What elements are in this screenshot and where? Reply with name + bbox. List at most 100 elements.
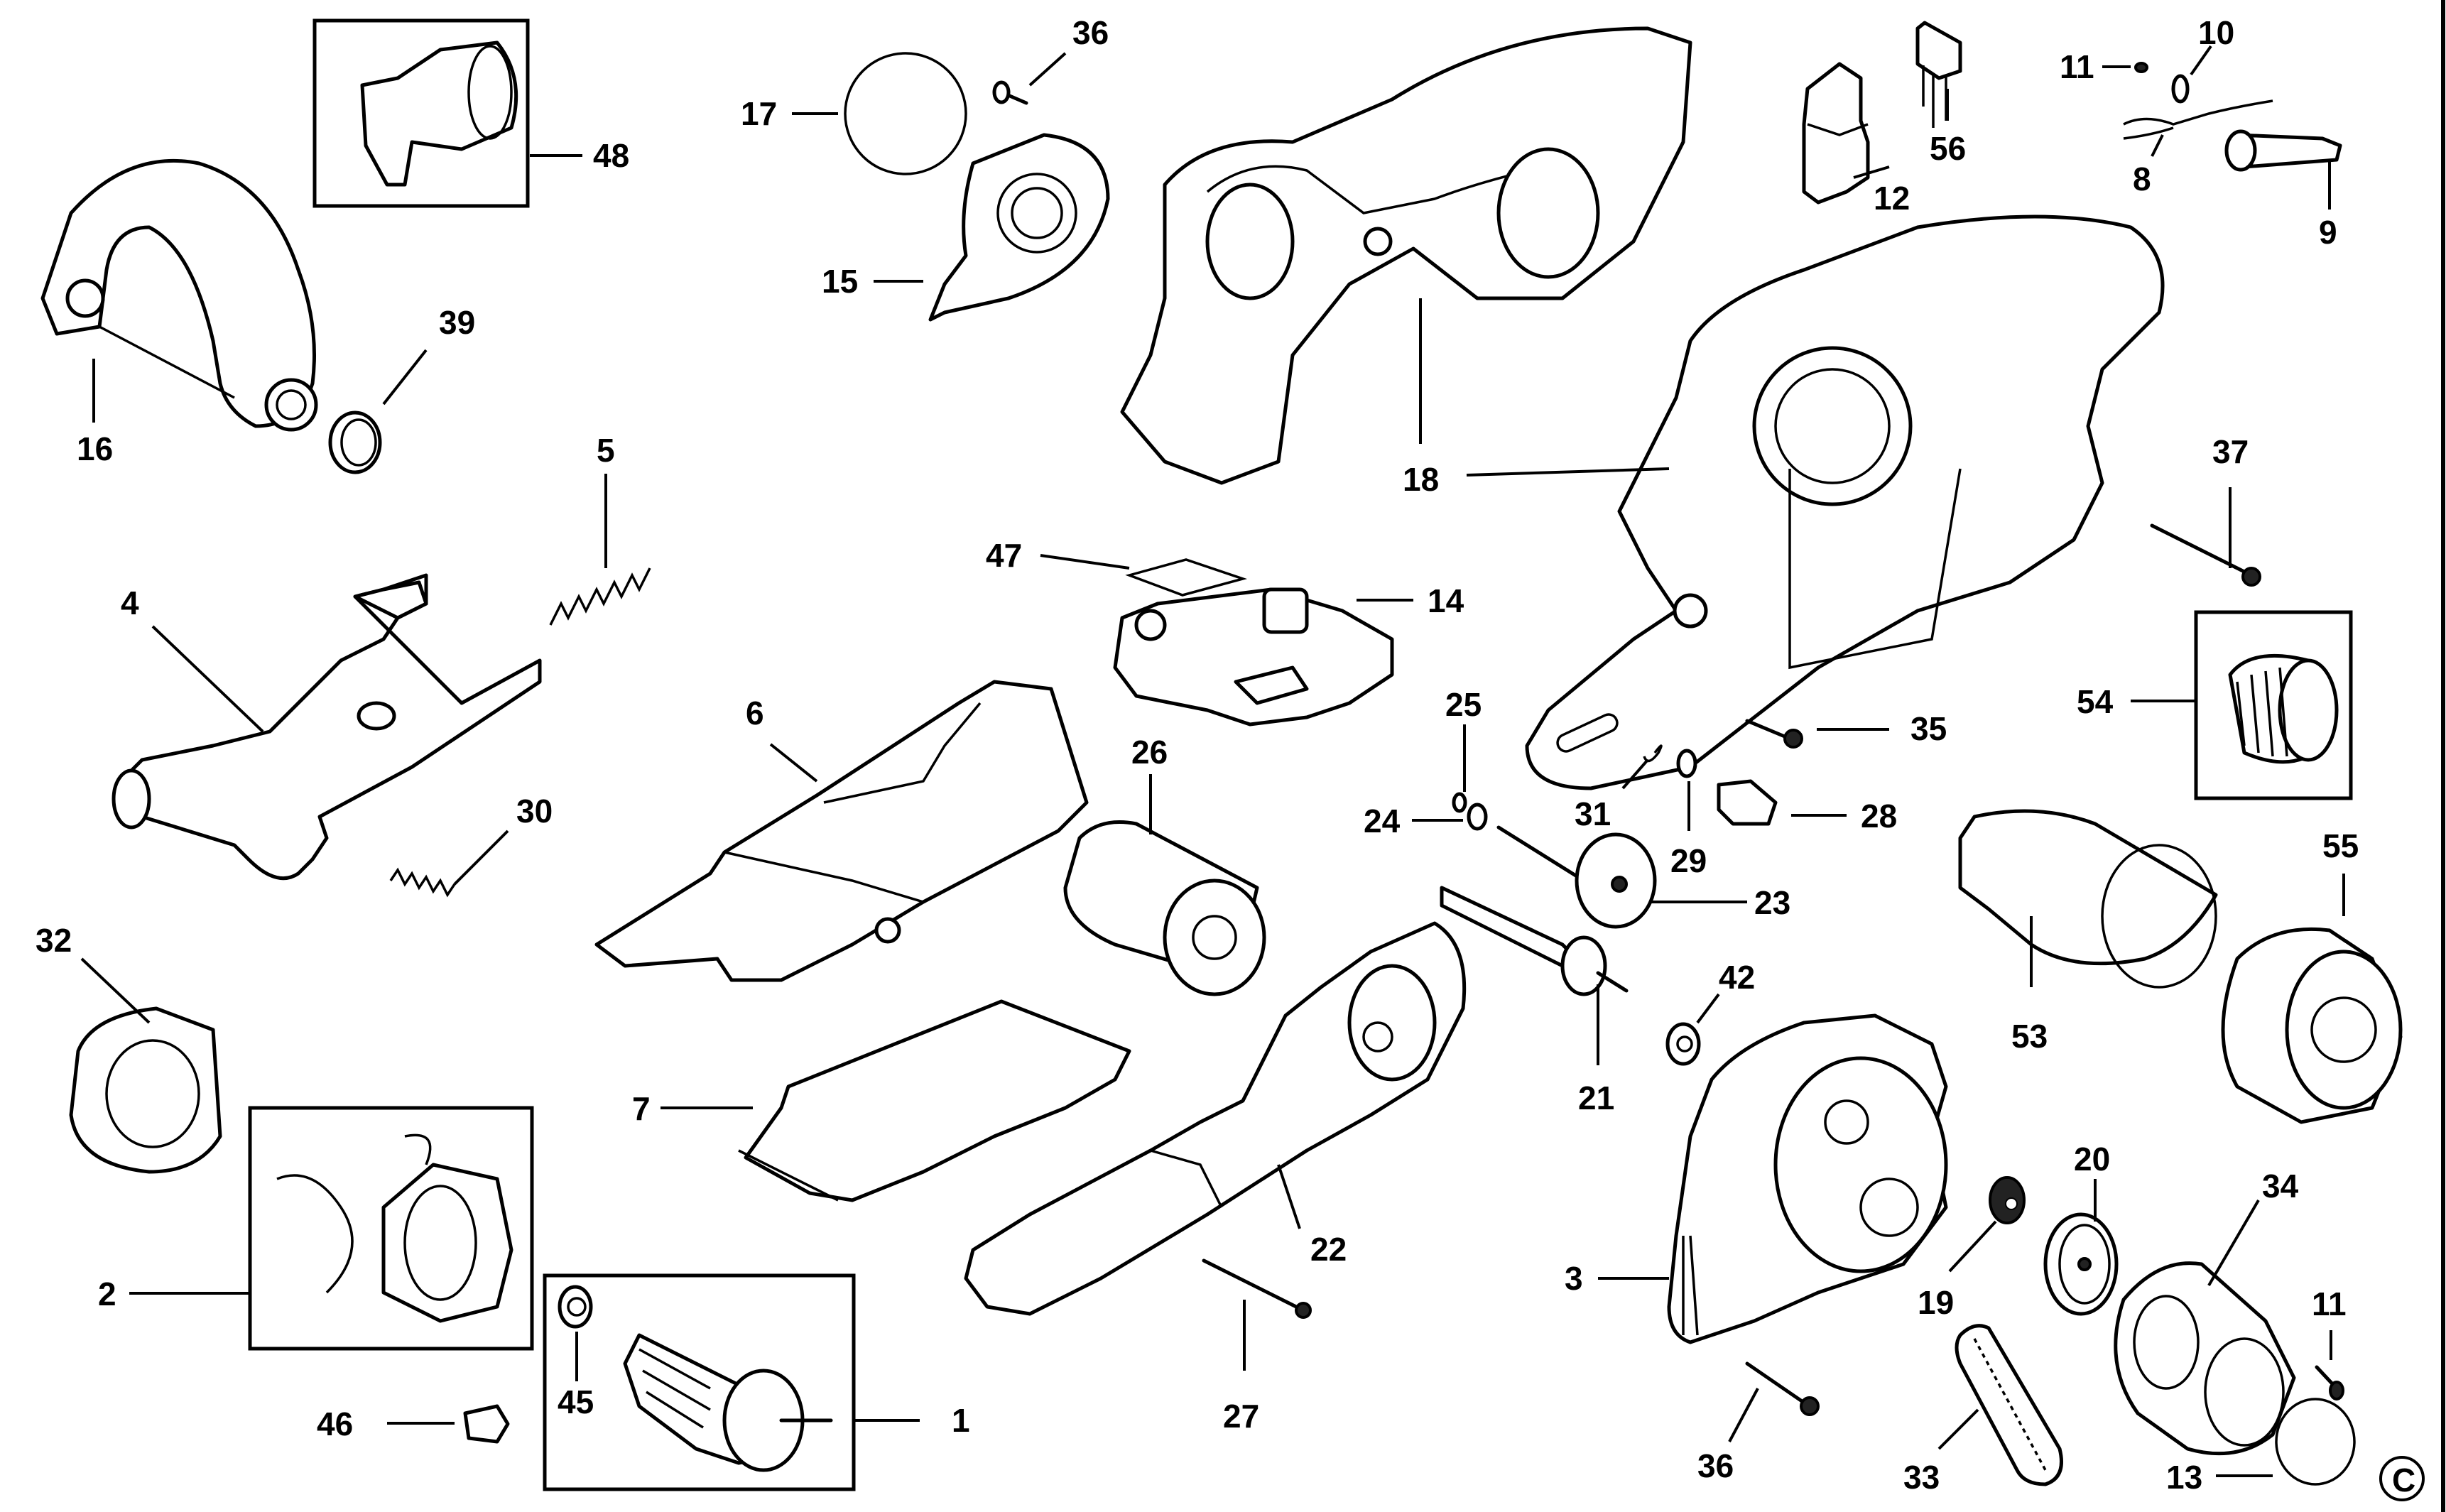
- part-39-ring: [328, 410, 382, 474]
- label-19: 19: [1918, 1284, 1954, 1321]
- label-30: 30: [516, 793, 553, 830]
- part-53-dust-chute: [1958, 809, 2218, 989]
- part-55-dust-bag: [2221, 927, 2403, 1124]
- part-3-gear-housing: [1667, 1013, 1948, 1344]
- part-14-brush-assembly: [1113, 587, 1394, 727]
- part-12-switch: [1802, 62, 1870, 205]
- label-45: 45: [558, 1383, 594, 1420]
- part-56-capacitor: [1915, 21, 1962, 128]
- part-34-belt-cover: [2114, 1261, 2296, 1456]
- label-53: 53: [2011, 1018, 2048, 1055]
- part-23-pulley-shaft: [1496, 825, 1657, 929]
- part-46-brush: [463, 1404, 510, 1444]
- part-11-screw-top: [2134, 62, 2148, 73]
- label-13: 13: [2166, 1459, 2202, 1496]
- label-4: 4: [121, 584, 139, 621]
- label-46: 46: [317, 1405, 353, 1442]
- label-20: 20: [2074, 1141, 2110, 1177]
- leader-lines: [80, 45, 2345, 1477]
- part-22-shoe: [964, 921, 1467, 1316]
- part-15-bracket: [928, 133, 1110, 322]
- copyright-ring: [2379, 1456, 2425, 1501]
- part-47-label: [1125, 558, 1248, 597]
- part-35-screw: [1745, 719, 1803, 749]
- part-45-bearing: [558, 1285, 593, 1329]
- label-28: 28: [1861, 798, 1897, 834]
- part-30-spring: [389, 867, 456, 898]
- part-36-screw-top: [992, 80, 1028, 105]
- label-55: 55: [2322, 827, 2359, 864]
- label-56: 56: [1930, 130, 1966, 167]
- label-25: 25: [1445, 686, 1482, 723]
- label-17: 17: [741, 95, 777, 132]
- label-48: 48: [593, 137, 629, 174]
- part-11-screw-bottom: [2315, 1365, 2344, 1400]
- label-32: 32: [36, 922, 72, 959]
- part-29-washer: [1676, 749, 1697, 778]
- copyright-letter: C: [2392, 1462, 2415, 1499]
- part-9-cord-guard: [2224, 129, 2342, 172]
- part-2-field-coil: [248, 1106, 534, 1351]
- label-6: 6: [746, 695, 764, 731]
- label-34: 34: [2262, 1168, 2299, 1204]
- label-39: 39: [439, 304, 475, 341]
- part-labels: 48 16 39 17 36 15 18 12 56 11 10 8 9 5 4…: [36, 14, 2425, 1501]
- part-25-washer: [1452, 792, 1467, 813]
- part-4-shoe-lever: [112, 573, 542, 881]
- label-26: 26: [1131, 734, 1168, 771]
- part-13-cover: [2275, 1398, 2356, 1486]
- label-31: 31: [1575, 795, 1611, 832]
- label-8: 8: [2133, 161, 2151, 197]
- label-33: 33: [1903, 1459, 1940, 1496]
- part-28-nut: [1717, 779, 1778, 826]
- part-8-cable: [2123, 99, 2273, 140]
- label-11b: 11: [2312, 1285, 2347, 1322]
- part-24-washer: [1467, 803, 1488, 831]
- label-42: 42: [1719, 959, 1755, 996]
- label-35: 35: [1910, 710, 1947, 747]
- part-1-armature: [543, 1273, 856, 1491]
- part-48-dust-adapter: [312, 18, 530, 208]
- label-29: 29: [1670, 842, 1707, 879]
- part-33-belt: [1955, 1324, 2063, 1486]
- label-3: 3: [1565, 1260, 1583, 1297]
- part-37-long-screw: [2150, 523, 2261, 587]
- label-37: 37: [2212, 433, 2249, 470]
- label-16: 16: [77, 430, 113, 467]
- label-23: 23: [1754, 884, 1790, 921]
- label-47: 47: [986, 537, 1022, 574]
- part-32-fan-guard: [69, 1006, 222, 1174]
- part-18-housing-upper: [1120, 26, 1692, 485]
- label-18: 18: [1403, 461, 1439, 498]
- label-12: 12: [1874, 180, 1910, 217]
- label-21: 21: [1578, 1079, 1614, 1116]
- label-7: 7: [632, 1090, 651, 1127]
- label-36a: 36: [1072, 14, 1109, 51]
- part-17-cover: [844, 52, 967, 175]
- part-16-handle: [40, 158, 318, 432]
- label-24: 24: [1364, 803, 1401, 839]
- label-22: 22: [1310, 1231, 1347, 1268]
- label-2: 2: [98, 1276, 116, 1312]
- part-10-clip: [2171, 74, 2190, 104]
- label-15: 15: [822, 263, 858, 300]
- part-54-filter: [2194, 610, 2353, 800]
- label-10: 10: [2198, 14, 2234, 51]
- label-11a: 11: [2060, 48, 2094, 85]
- part-27-screw: [1202, 1258, 1312, 1319]
- label-36b: 36: [1697, 1447, 1734, 1484]
- part-7-plate: [738, 999, 1131, 1202]
- part-36-screw-bottom: [1745, 1361, 1820, 1416]
- label-9: 9: [2319, 214, 2337, 251]
- part-5-spring: [549, 567, 651, 626]
- label-1: 1: [952, 1402, 970, 1439]
- part-42-nut: [1665, 1022, 1701, 1066]
- part-18-housing-lower: [1525, 214, 2165, 790]
- part-26-drum: [1063, 820, 1266, 996]
- label-27: 27: [1223, 1398, 1259, 1435]
- label-5: 5: [597, 432, 615, 469]
- label-14: 14: [1428, 582, 1464, 619]
- part-20-gear: [2043, 1212, 2119, 1316]
